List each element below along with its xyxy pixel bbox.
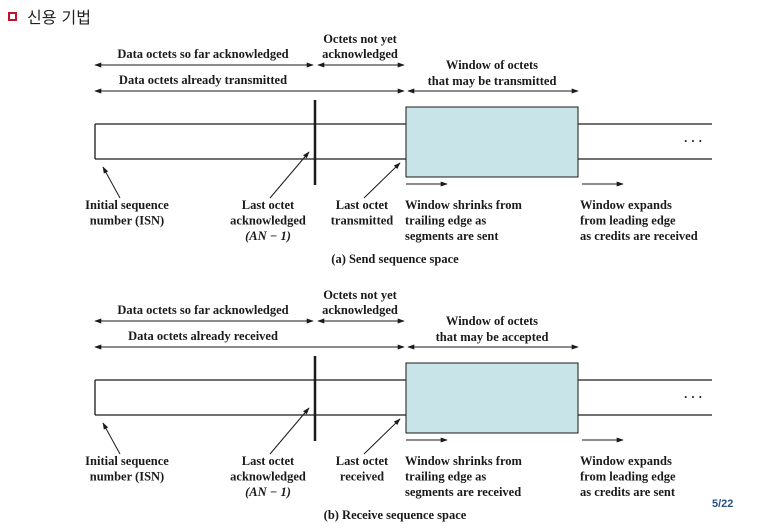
send-window-label-line-2: that may be transmitted <box>428 74 557 88</box>
receive-shrink-label-line-1: Window shrinks from <box>405 454 523 468</box>
send-ellipsis: · · · <box>684 134 703 148</box>
send-expand-label-line-2: from leading edge <box>580 214 676 228</box>
send-last-sent-label-line-1: Last octet <box>336 198 389 212</box>
send-transmitted-label: Data octets already transmitted <box>119 73 287 87</box>
page-number: 5/22 <box>712 498 734 510</box>
receive-last-sent-label-line-1: Last octet <box>336 454 389 468</box>
send-acked-label: Data octets so far acknowledged <box>117 47 288 61</box>
slide-header: 신용 기법 <box>8 4 91 28</box>
send-window-label-line-1: Window of octets <box>446 58 538 72</box>
send-last-sent-label-line-2: transmitted <box>331 214 394 228</box>
square-bullet-icon <box>8 11 17 21</box>
receive-last-acked-pointer <box>269 407 310 455</box>
send-shrink-label-line-3: segments are sent <box>405 229 499 243</box>
receive-window-box <box>405 362 579 434</box>
send-expand-label-line-1: Window expands <box>580 198 672 212</box>
send-last-acked-label-line-2: acknowledged <box>230 214 306 228</box>
receive-last-acked-label-line-2: acknowledged <box>230 470 306 484</box>
send-isn-pointer <box>102 166 121 199</box>
receive-expand-label-line-1: Window expands <box>580 454 672 468</box>
send-window-box <box>405 106 579 178</box>
receive-last-acked-label-line-1: Last octet <box>242 454 295 468</box>
receive-expand-label-line-3: as credits are sent <box>580 485 676 499</box>
send-octets-not-acked-label-line-1: Octets not yet <box>323 32 397 46</box>
receive-transmitted-label: Data octets already received <box>128 329 278 343</box>
receive-expand-label-line-2: from leading edge <box>580 470 676 484</box>
receive-window-label-line-2: that may be accepted <box>436 330 549 344</box>
send-octets-not-acked-label-line-2: acknowledged <box>322 47 398 61</box>
receive-caption: (b) Receive sequence space <box>324 508 467 522</box>
send-caption: (a) Send sequence space <box>331 252 459 266</box>
send-last-acked-label-line-1: Last octet <box>242 198 295 212</box>
receive-isn-label-line-1: Initial sequence <box>85 454 169 468</box>
send-last-acked-label-line-3: (AN − 1) <box>245 229 291 243</box>
receive-shrink-label-line-2: trailing edge as <box>405 470 486 484</box>
receive-octets-not-acked-label-line-1: Octets not yet <box>323 288 397 302</box>
send-isn-label-line-2: number (ISN) <box>90 214 164 228</box>
receive-isn-label-line-2: number (ISN) <box>90 470 164 484</box>
receive-last-sent-label-line-2: received <box>340 470 384 484</box>
send-isn-label-line-1: Initial sequence <box>85 198 169 212</box>
send-last-sent-pointer <box>363 162 401 199</box>
receive-isn-pointer <box>102 422 121 455</box>
send-expand-label-line-3: as credits are received <box>580 229 698 243</box>
send-shrink-label-line-2: trailing edge as <box>405 214 486 228</box>
receive-ellipsis: · · · <box>684 390 703 404</box>
receive-acked-label: Data octets so far acknowledged <box>117 303 288 317</box>
slide-title: 신용 기법 <box>27 8 91 27</box>
send-shrink-label-line-1: Window shrinks from <box>405 198 523 212</box>
receive-octets-not-acked-label-line-2: acknowledged <box>322 303 398 317</box>
receive-last-acked-label-line-3: (AN − 1) <box>245 485 291 499</box>
receive-last-sent-pointer <box>363 418 401 455</box>
receive-shrink-label-line-3: segments are received <box>405 485 521 499</box>
receive-window-label-line-1: Window of octets <box>446 314 538 328</box>
send-last-acked-pointer <box>269 151 310 199</box>
